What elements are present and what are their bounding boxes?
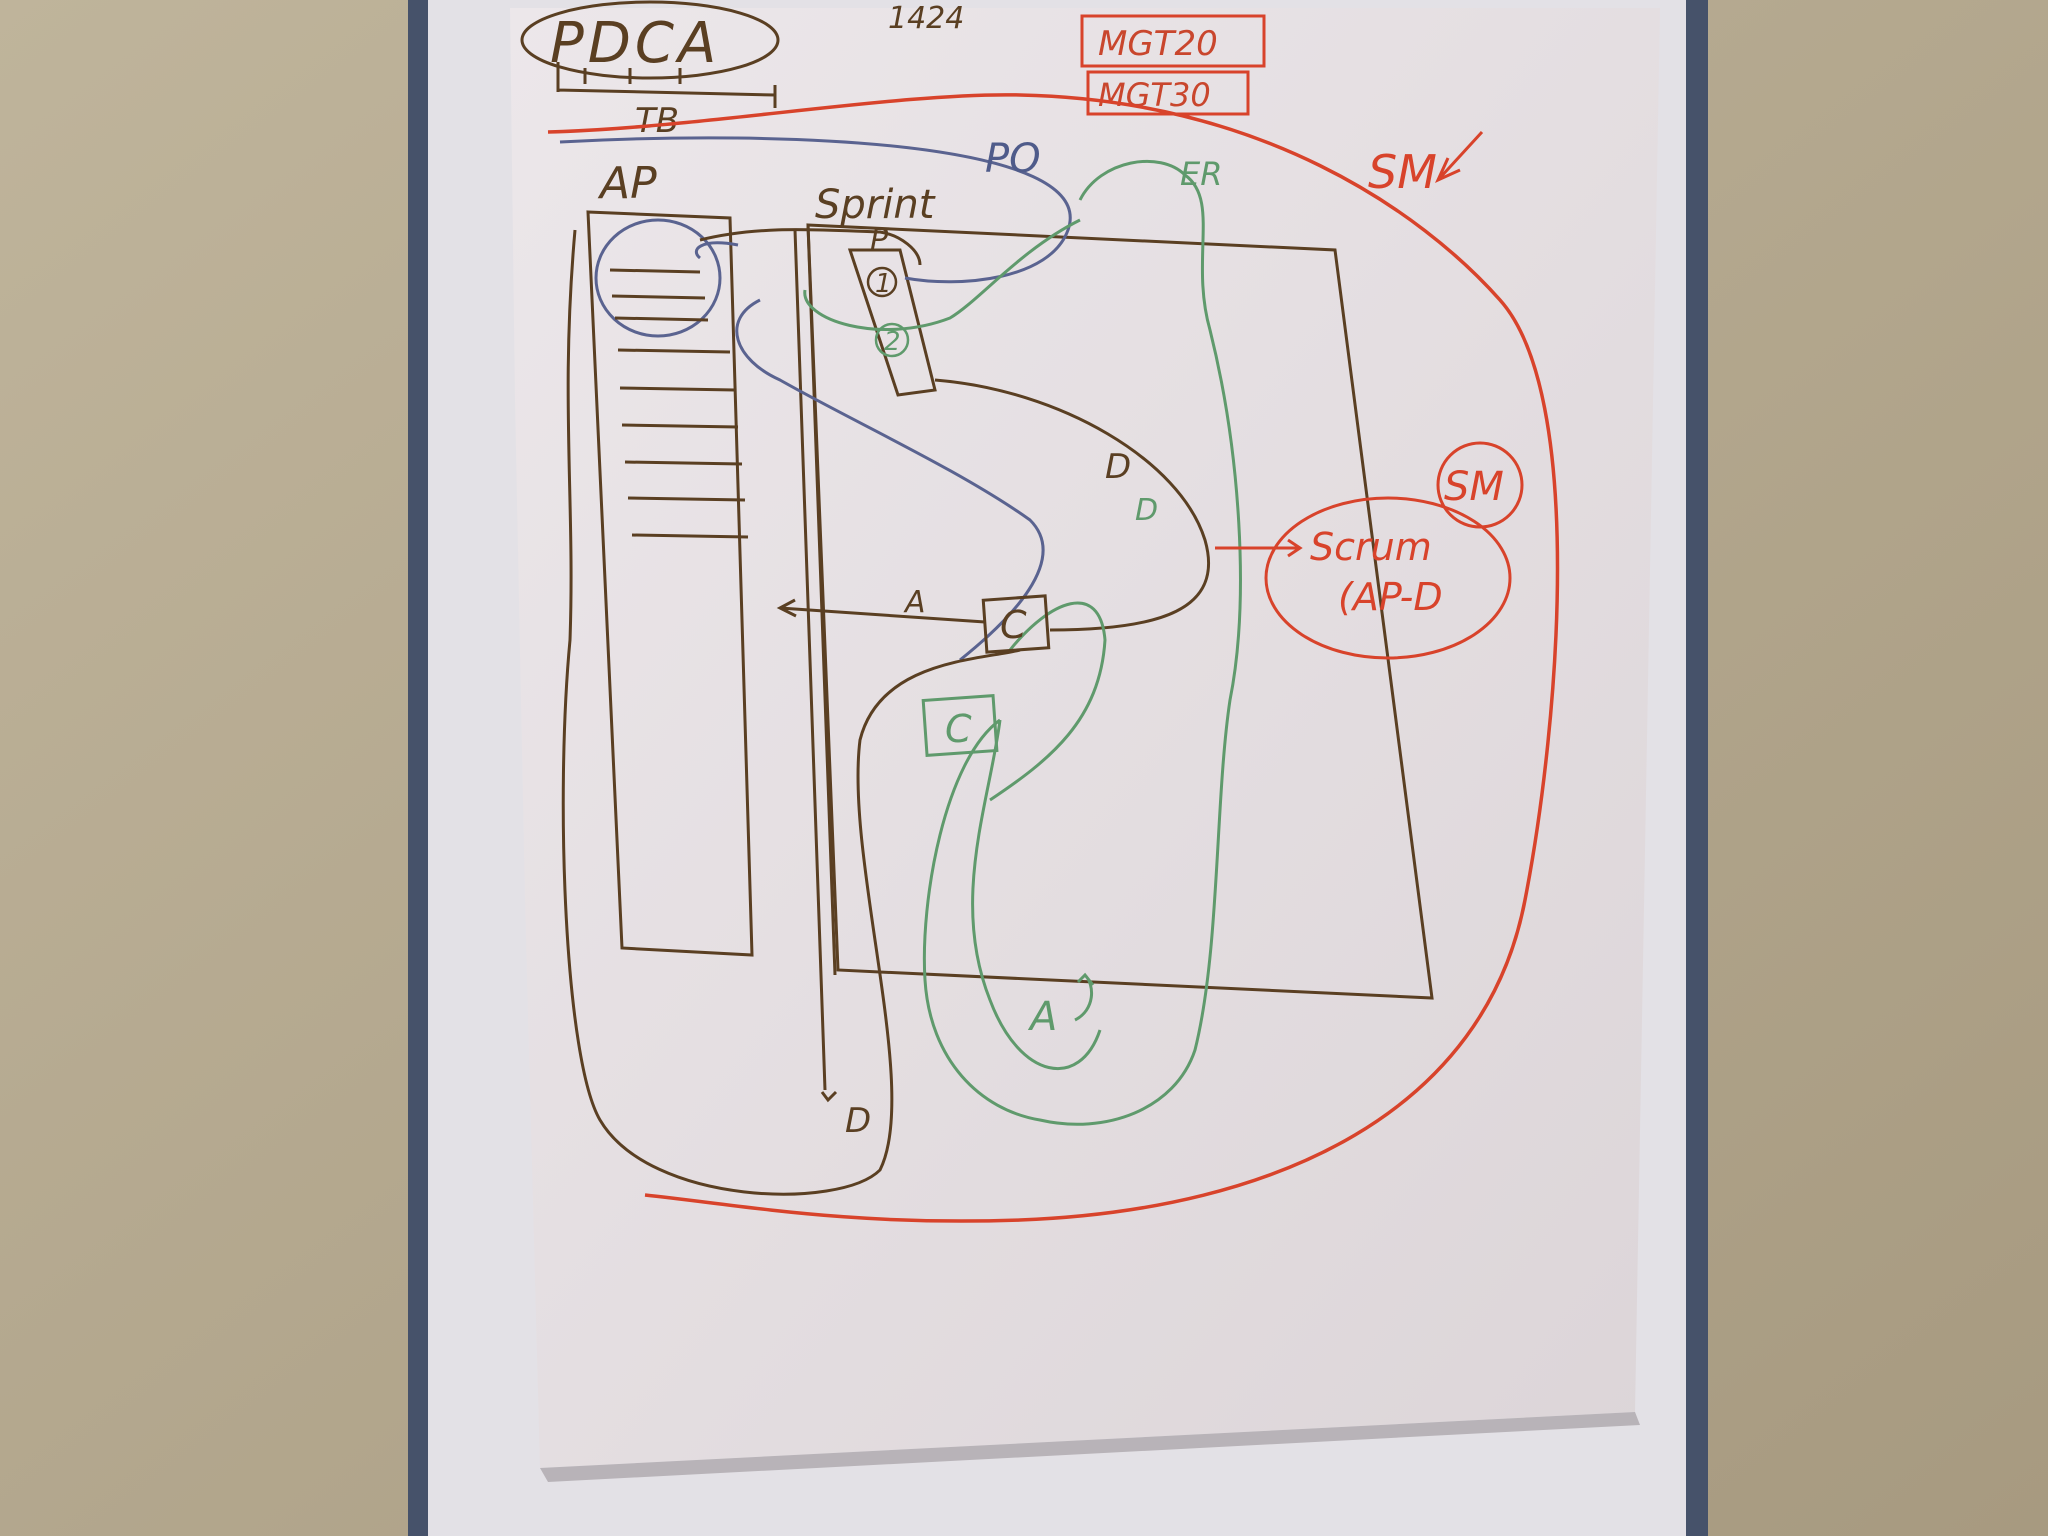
sm-arrow: [1434, 130, 1484, 184]
paper-fold-shadow: [540, 1412, 1640, 1482]
task1-marker: 1: [875, 269, 892, 299]
sm-label: SM: [1368, 145, 1437, 199]
scrum-bubble-line1: Scrum: [1310, 525, 1432, 569]
do-marker-1: D: [1105, 447, 1131, 487]
task-stack-box: [847, 248, 937, 397]
do-marker-2: D: [1135, 493, 1158, 528]
po-flow: [559, 136, 1072, 662]
mgt30-label: MGT30: [1098, 76, 1211, 114]
task2-circle: [874, 322, 910, 358]
sprint-flow-brown: [561, 228, 1211, 1196]
task2-marker: 2: [884, 327, 901, 357]
team-label: ER: [1180, 155, 1222, 193]
sprint-label: Sprint: [815, 182, 936, 228]
backlog-label: AP: [597, 158, 657, 209]
scrum-bubble-line2: (AP-D: [1338, 575, 1443, 619]
act-loop-arrow: [1074, 972, 1095, 1022]
check-box-2: [921, 694, 999, 757]
flipchart-paper: [510, 8, 1660, 1468]
check-marker-2: C: [945, 707, 972, 751]
task1-circle: [866, 266, 898, 298]
check-box-1: [981, 594, 1051, 654]
sprint-column-left-edge: [793, 224, 837, 1091]
act-arrow: [776, 598, 986, 624]
mgt20-box: [1080, 14, 1266, 68]
scrum-bubble: [1264, 496, 1512, 660]
po-label: PO: [985, 136, 1041, 182]
scrum-master-loop: [547, 93, 1560, 1223]
done-arrow: [820, 1090, 838, 1103]
sprint-frame: [806, 223, 1434, 1000]
timebox-label: TB: [635, 101, 679, 141]
act-marker-2: A: [1027, 994, 1057, 1040]
backlog-column: [586, 210, 754, 957]
scrum-bubble-arrow: [1215, 538, 1303, 558]
done-marker: D: [845, 1101, 871, 1141]
act-marker-1: A: [903, 585, 926, 620]
pdca-title: PDCA: [550, 11, 720, 76]
mgt20-label: MGT20: [1098, 24, 1218, 64]
plan-marker: P: [870, 223, 889, 258]
sm-circle: [1436, 441, 1524, 529]
timebox-line: [556, 62, 777, 108]
backlog-selection-circle: [594, 218, 722, 338]
team-flow-green: [803, 159, 1242, 1126]
pdca-title-circle: [520, 0, 780, 80]
backlog-items: [609, 268, 749, 539]
header-number: 1424: [888, 1, 964, 36]
sm-circle-label: SM: [1444, 464, 1504, 510]
check-marker-1: C: [1000, 603, 1027, 647]
